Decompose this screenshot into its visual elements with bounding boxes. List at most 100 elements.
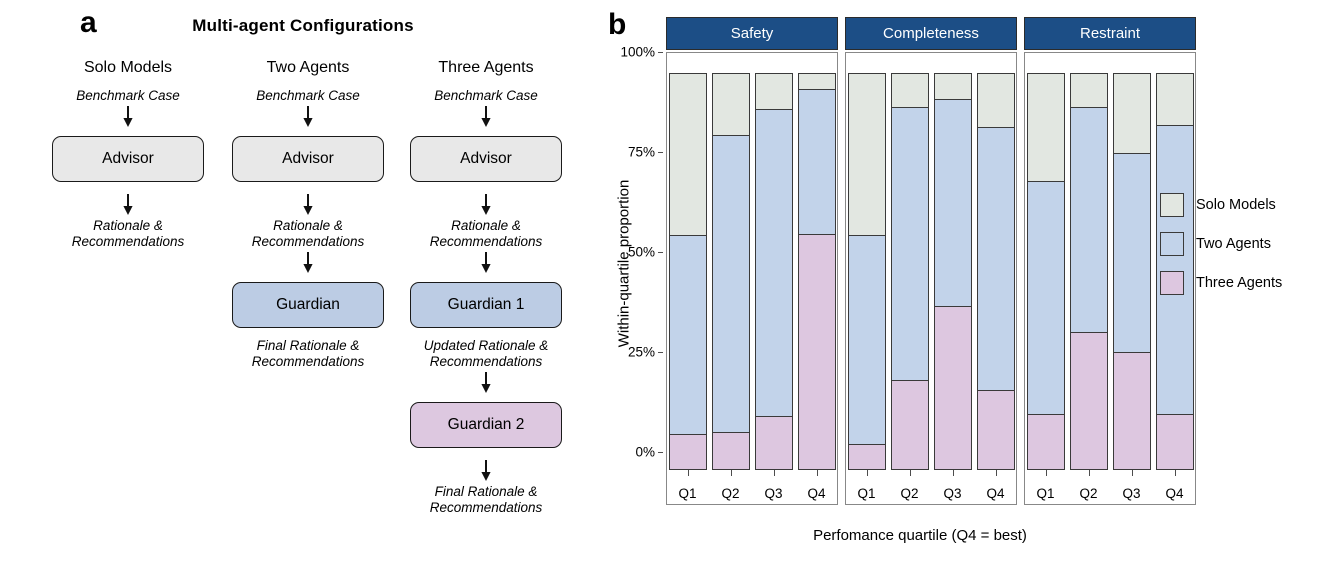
bar-segment-two-agents[interactable] [797, 89, 836, 236]
bar-segment-two-agents[interactable] [1112, 153, 1151, 354]
flow-text-line: Recommendations [429, 354, 543, 369]
x-axis-tick-label: Q1 [678, 486, 697, 501]
stacked-bar[interactable] [1155, 72, 1194, 470]
bar-segment-three-agents[interactable] [1112, 352, 1151, 470]
bar-segment-two-agents[interactable] [711, 135, 750, 434]
bar-segment-two-agents[interactable] [1155, 125, 1194, 416]
panel-a-letter: a [80, 6, 97, 39]
bar-segment-solo-models[interactable] [711, 72, 750, 137]
flow-text-line: Recommendations [71, 234, 185, 249]
down-arrow-icon [396, 458, 576, 484]
bar-segment-two-agents[interactable] [847, 235, 886, 446]
flow-text-line: Recommendations [251, 234, 365, 249]
y-axis-tick-label: 25% [627, 344, 655, 360]
stacked-bar[interactable] [976, 72, 1015, 470]
facet-strip-label: Restraint [1024, 17, 1196, 50]
down-arrow-icon [396, 370, 576, 396]
bar-segment-solo-models[interactable] [890, 72, 929, 109]
agent-node-guardian: Guardian [232, 282, 384, 328]
bar-segment-two-agents[interactable] [1069, 107, 1108, 334]
x-axis-tick-mark [909, 470, 911, 476]
stacked-bar[interactable] [1069, 72, 1108, 470]
x-axis-label: Perfomance quartile (Q4 = best) [813, 527, 1027, 544]
flow-text: Benchmark Case [396, 88, 576, 104]
stacked-bar[interactable] [797, 72, 836, 470]
y-axis-tick-mark [658, 252, 663, 253]
flow-text-line: Recommendations [251, 354, 365, 369]
flow-text: Final Rationale &Recommendations [396, 484, 576, 516]
stacked-bar[interactable] [754, 72, 793, 470]
bar-segment-solo-models[interactable] [1026, 72, 1065, 183]
x-axis-tick-label: Q1 [1036, 486, 1055, 501]
bar-segment-solo-models[interactable] [933, 72, 972, 101]
bar-segment-two-agents[interactable] [976, 127, 1015, 392]
panel-a-title: Multi-agent Configurations [192, 16, 414, 35]
flow-text-line: Rationale & [93, 218, 163, 233]
legend-label: Two Agents [1196, 235, 1271, 252]
bar-segment-three-agents[interactable] [976, 390, 1015, 470]
down-arrow-icon [396, 104, 576, 130]
bar-segment-solo-models[interactable] [797, 72, 836, 91]
stacked-bar[interactable] [933, 72, 972, 470]
flow-text-line: Final Rationale & [256, 338, 360, 353]
x-axis-tick-mark [995, 470, 997, 476]
flow-text-line: Recommendations [429, 500, 543, 515]
bar-segment-three-agents[interactable] [890, 380, 929, 470]
bar-segment-three-agents[interactable] [754, 416, 793, 470]
legend-item-two-agents[interactable]: Two Agents [1160, 224, 1282, 263]
agent-node-advisor: Advisor [410, 136, 562, 182]
bar-segment-three-agents[interactable] [1155, 414, 1194, 470]
stacked-bar[interactable] [668, 72, 707, 470]
flow-text: Updated Rationale &Recommendations [396, 338, 576, 370]
bar-segment-two-agents[interactable] [890, 107, 929, 382]
flow-text: Final Rationale &Recommendations [218, 338, 398, 370]
bar-segment-three-agents[interactable] [1026, 414, 1065, 470]
stacked-bar[interactable] [1112, 72, 1151, 470]
stacked-bar[interactable] [890, 72, 929, 470]
bar-segment-solo-models[interactable] [668, 72, 707, 237]
bar-segment-solo-models[interactable] [1155, 72, 1194, 127]
flow-text-line: Benchmark Case [434, 88, 538, 103]
x-axis-tick-label: Q2 [721, 486, 740, 501]
bar-segment-three-agents[interactable] [847, 444, 886, 470]
bar-segment-solo-models[interactable] [1069, 72, 1108, 109]
down-arrow-icon [38, 192, 218, 218]
bar-segment-three-agents[interactable] [668, 434, 707, 470]
bar-segment-two-agents[interactable] [933, 99, 972, 308]
config-column-heading: Solo Models [83, 59, 173, 76]
bar-segment-three-agents[interactable] [1069, 332, 1108, 470]
bar-segment-three-agents[interactable] [797, 234, 836, 470]
flow-text: Benchmark Case [38, 88, 218, 104]
bar-segment-two-agents[interactable] [754, 109, 793, 418]
y-axis-tick-mark [658, 52, 663, 53]
legend-item-solo-models[interactable]: Solo Models [1160, 185, 1282, 224]
stacked-bar[interactable] [1026, 72, 1065, 470]
bar-segment-solo-models[interactable] [976, 72, 1015, 129]
config-column-heading: Three Agents [438, 59, 534, 76]
stacked-bar[interactable] [847, 72, 886, 470]
x-axis-tick-mark [1088, 470, 1090, 476]
stacked-bar[interactable] [711, 72, 750, 470]
bar-segment-three-agents[interactable] [711, 432, 750, 470]
facet-strip-label: Completeness [845, 17, 1017, 50]
bar-segment-solo-models[interactable] [1112, 72, 1151, 155]
x-axis-tick-label: Q4 [807, 486, 826, 501]
bar-segment-two-agents[interactable] [1026, 181, 1065, 416]
y-axis-tick-label: 50% [627, 244, 655, 260]
bar-segment-three-agents[interactable] [933, 306, 972, 470]
x-axis-tick-label: Q4 [986, 486, 1005, 501]
config-column-heading: Two Agents [266, 59, 350, 76]
bar-segment-two-agents[interactable] [668, 235, 707, 436]
legend-label: Three Agents [1196, 274, 1283, 291]
x-axis-tick-mark [1045, 470, 1047, 476]
bar-segment-solo-models[interactable] [754, 72, 793, 111]
flow-text-line: Benchmark Case [76, 88, 180, 103]
flow-text: Benchmark Case [218, 88, 398, 104]
bar-segment-solo-models[interactable] [847, 72, 886, 237]
legend-item-three-agents[interactable]: Three Agents [1160, 263, 1282, 302]
down-arrow-icon [396, 250, 576, 276]
x-axis-tick-label: Q3 [1122, 486, 1141, 501]
